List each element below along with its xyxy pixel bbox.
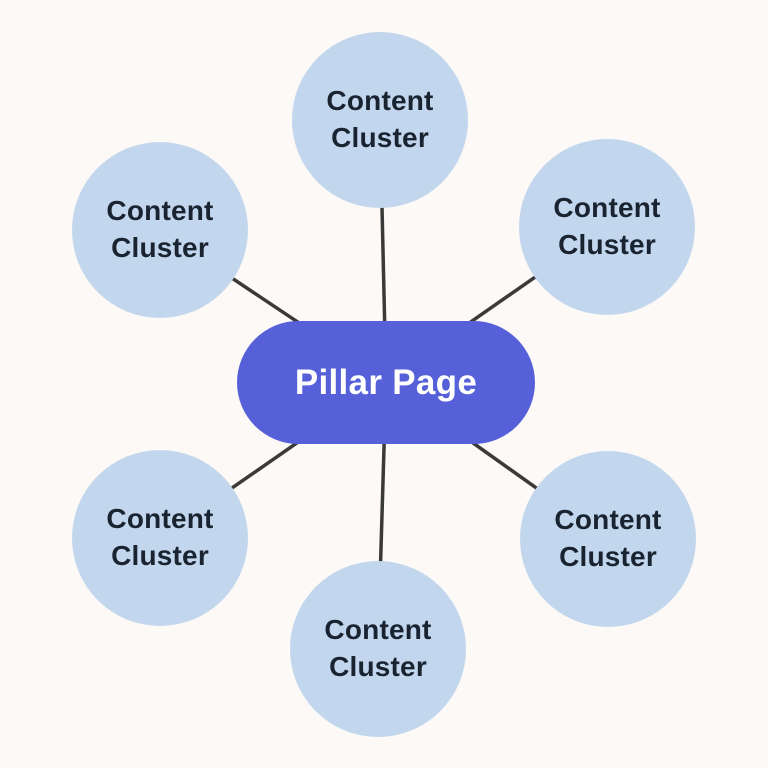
pillar-page-node: Pillar Page bbox=[237, 321, 535, 444]
cluster-node-label: Content Cluster bbox=[326, 85, 434, 153]
cluster-node-label: Content Cluster bbox=[106, 503, 214, 571]
cluster-node-bottom: Content Cluster bbox=[290, 561, 466, 737]
cluster-node-top-right: Content Cluster bbox=[519, 139, 695, 315]
cluster-node-bottom-right: Content Cluster bbox=[520, 451, 696, 627]
cluster-node-label: Content Cluster bbox=[554, 504, 662, 572]
cluster-node-label: Content Cluster bbox=[553, 192, 661, 260]
cluster-node-label: Content Cluster bbox=[106, 195, 214, 263]
cluster-node-bottom-left: Content Cluster bbox=[72, 450, 248, 626]
cluster-node-top-left: Content Cluster bbox=[72, 142, 248, 318]
cluster-node-label: Content Cluster bbox=[324, 614, 432, 682]
cluster-node-top: Content Cluster bbox=[292, 32, 468, 208]
pillar-page-label: Pillar Page bbox=[294, 362, 478, 402]
